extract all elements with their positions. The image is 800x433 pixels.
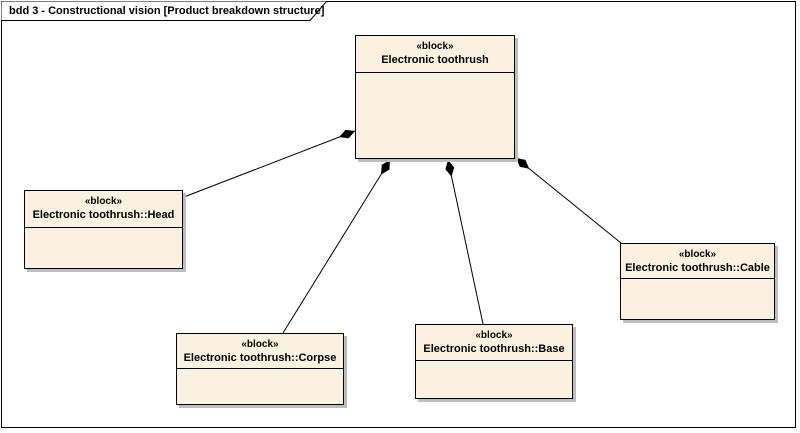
composition-diamond-cable[interactable] <box>516 158 530 169</box>
block-header: «block» Electronic toothrush::Base <box>416 325 572 361</box>
block-electronic-toothrush[interactable]: «block» Electronic toothrush <box>355 35 515 159</box>
composition-diamond-head[interactable] <box>339 129 355 139</box>
block-base[interactable]: «block» Electronic toothrush::Base <box>415 324 573 399</box>
block-header: «block» Electronic toothrush::Corpse <box>177 334 343 369</box>
block-header: «block» Electronic toothrush::Head <box>25 191 182 228</box>
block-stereotype: «block» <box>84 196 123 207</box>
diagram-title: bdd 3 - Constructional vision [Product b… <box>9 5 325 17</box>
block-stereotype: «block» <box>241 339 279 350</box>
block-name: Electronic toothrush::Cable <box>625 262 770 274</box>
block-name: Electronic toothrush::Base <box>423 343 565 355</box>
composition-edge-base[interactable] <box>447 159 484 325</box>
block-stereotype: «block» <box>416 41 454 52</box>
block-header: «block» Electronic toothrush::Cable <box>621 244 774 279</box>
block-stereotype: «block» <box>475 330 513 341</box>
block-stereotype: «block» <box>678 249 717 260</box>
block-body <box>621 279 774 354</box>
block-body <box>177 369 343 433</box>
composition-edge-head[interactable] <box>183 130 356 198</box>
block-name: Electronic toothrush::Corpse <box>183 352 337 364</box>
composition-diamond-base[interactable] <box>445 160 455 177</box>
block-head[interactable]: «block» Electronic toothrush::Head <box>24 190 183 269</box>
block-cable[interactable]: «block» Electronic toothrush::Cable <box>620 243 775 320</box>
block-corpse[interactable]: «block» Electronic toothrush::Corpse <box>176 333 344 405</box>
block-name: Electronic toothrush::Head <box>32 209 175 221</box>
composition-edge-corpse[interactable] <box>282 159 391 334</box>
diagram-frame <box>1 1 796 428</box>
block-body <box>416 361 572 433</box>
block-body <box>25 228 182 305</box>
composition-diamond-corpse[interactable] <box>381 160 390 175</box>
frame-tab-shape <box>1 1 328 21</box>
composition-edge-cable[interactable] <box>515 157 622 244</box>
block-body <box>356 73 514 195</box>
block-header: «block» Electronic toothrush <box>356 36 514 73</box>
block-name: Electronic toothrush <box>381 54 489 66</box>
frame-tab <box>1 1 328 21</box>
